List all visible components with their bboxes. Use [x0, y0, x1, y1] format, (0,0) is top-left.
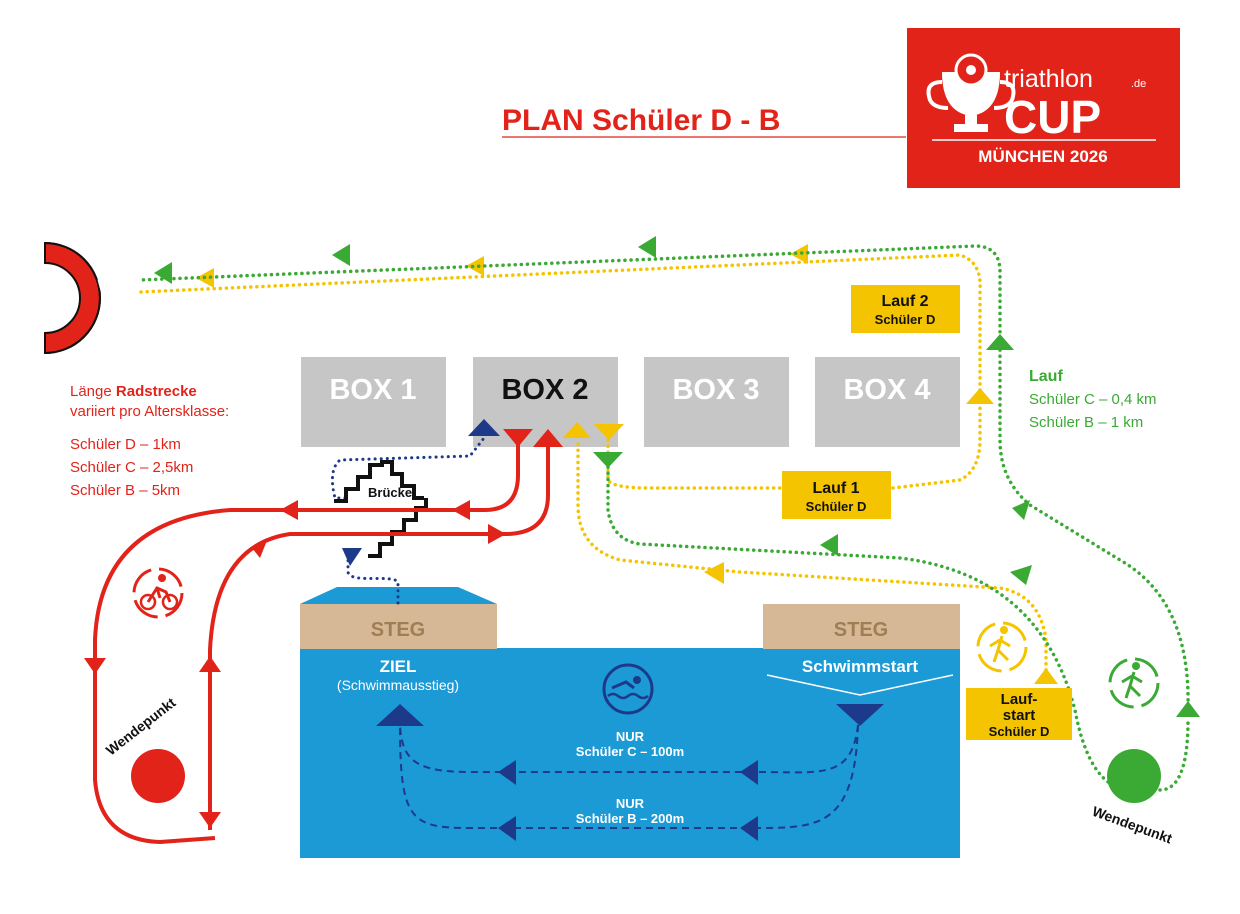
run-arrows-yellow — [196, 244, 1058, 684]
swim-finish-label: ZIEL — [380, 657, 417, 676]
steg-right-label: STEG — [834, 619, 888, 641]
swim-start-marker — [836, 704, 884, 726]
run-path-yellow — [138, 253, 1048, 672]
swim-lane-c — [399, 724, 859, 774]
steg-left-label: STEG — [371, 619, 425, 641]
run-distance-b: Schüler B – 1 km — [1029, 414, 1143, 431]
bike-distance-c: Schüler C – 2,5km — [70, 459, 193, 476]
bridge-label: Brücke — [368, 485, 412, 500]
box2-entry-marker — [468, 419, 500, 436]
swim-exit-path — [330, 419, 500, 605]
lauf2-label: Lauf 2 Schüler D — [851, 285, 960, 333]
lane-b-nur: NUR — [616, 796, 645, 811]
runner-icon — [976, 621, 1028, 673]
transition-boxes: BOX 1 BOX 2 BOX 3 BOX 4 — [301, 357, 960, 447]
lauf1-sub: Schüler D — [806, 499, 867, 514]
box-1 — [301, 357, 446, 447]
swim-start-label: Schwimmstart — [802, 657, 919, 676]
lane-c-nur: NUR — [616, 729, 645, 744]
laufstart-sub: Schüler D — [989, 724, 1050, 739]
svg-text:Länge Radstrecke: Länge Radstrecke — [70, 383, 197, 400]
bike-turnaround — [131, 749, 185, 803]
cyclist-icon — [132, 567, 184, 619]
box-4-label: BOX 4 — [843, 374, 930, 406]
run-distance-c: Schüler C – 0,4 km — [1029, 391, 1157, 408]
logo-cup: CUP — [1004, 91, 1101, 143]
bike-course — [93, 440, 550, 845]
finish-arch: ZIEL — [44, 241, 125, 355]
lauf1-label: Lauf 1 Schüler D — [782, 471, 891, 519]
box-3 — [644, 357, 789, 447]
swim-area: STEG STEG ZIEL (Schwimmausstieg) Schwimm… — [300, 587, 960, 858]
steg-right — [763, 604, 960, 649]
lauf2-title: Lauf 2 — [881, 293, 928, 310]
logo-brand-suffix: .de — [1131, 78, 1146, 90]
page-title: PLAN Schüler D - B — [502, 104, 780, 137]
bike-distance-d: Schüler D – 1km — [70, 436, 181, 453]
box-4 — [815, 357, 960, 447]
lane-b-label: Schüler B – 200m — [576, 811, 684, 826]
bike-arrows — [84, 429, 563, 828]
swim-lane-b — [399, 724, 859, 829]
swim-finish-sub: (Schwimmausstieg) — [337, 677, 459, 693]
run-heading: Lauf — [1029, 368, 1063, 385]
run-arrows-green — [154, 236, 1200, 717]
cup-logo: triathlon .de CUP MÜNCHEN 2026 — [907, 28, 1180, 188]
run-turnaround — [1107, 749, 1161, 803]
lauf2-sub: Schüler D — [875, 312, 936, 327]
bike-turn-label: Wendepunkt — [103, 694, 179, 758]
bike-info: Länge Radstrecke variiert pro Altersklas… — [70, 383, 229, 499]
logo-brand: triathlon — [1004, 65, 1093, 93]
trophy-icon — [926, 53, 1016, 132]
lane-c-label: Schüler C – 100m — [576, 744, 684, 759]
box-1-label: BOX 1 — [329, 374, 416, 406]
runner-icon-green — [1108, 657, 1160, 709]
laufstart-line2: start — [1003, 707, 1036, 724]
swimmer-icon — [602, 663, 654, 715]
run-path-green — [138, 244, 1190, 792]
bike-heading-bold: Radstrecke — [116, 383, 197, 400]
run-info: Lauf Schüler C – 0,4 km Schüler B – 1 km — [1029, 368, 1157, 431]
bike-heading-pre: Länge — [70, 383, 116, 400]
steg-left — [300, 604, 497, 649]
box-2-label: BOX 2 — [501, 374, 588, 406]
laufstart-label: Lauf- start Schüler D — [966, 688, 1072, 740]
lauf1-title: Lauf 1 — [812, 480, 859, 497]
swim-finish-marker — [376, 704, 424, 726]
logo-city-year: MÜNCHEN 2026 — [978, 147, 1107, 166]
box-3-label: BOX 3 — [672, 374, 759, 406]
laufstart-line1: Lauf- — [1001, 691, 1038, 708]
bike-distance-b: Schüler B – 5km — [70, 482, 180, 499]
run-turn-label: Wendepunkt — [1090, 803, 1174, 847]
bike-subheading: variiert pro Altersklasse: — [70, 403, 229, 420]
